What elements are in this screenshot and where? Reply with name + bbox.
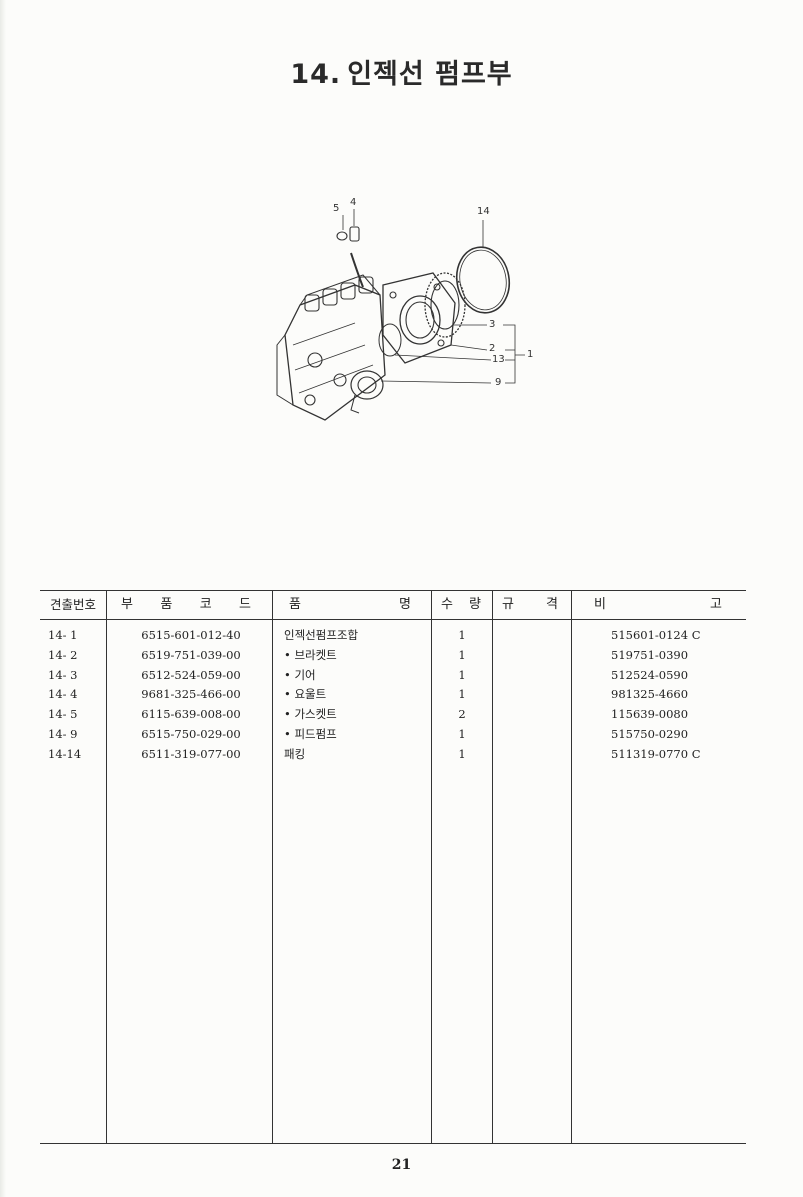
row-no: 14- 1 — [48, 628, 78, 642]
row-code: 6512-524-059-00 — [141, 668, 241, 682]
table-row: 14- 2 6519-751-039-00 • 브라켓트 1 519751-03… — [0, 646, 803, 666]
table-row: 14-14 6511-319-077-00 패킹 1 511319-0770 C — [0, 745, 803, 765]
callout-label: 2 — [489, 343, 496, 354]
row-note: 512524-0590 — [611, 668, 689, 682]
gasket-part — [378, 323, 402, 357]
bolt-part — [349, 226, 360, 242]
row-no: 14- 9 — [48, 727, 78, 741]
column-divider — [571, 590, 572, 1143]
row-qty: 1 — [458, 747, 466, 761]
row-no: 14- 5 — [48, 707, 78, 721]
row-code: 6515-750-029-00 — [141, 727, 241, 741]
row-no: 14-14 — [48, 747, 82, 761]
callout-label: 14 — [477, 206, 490, 217]
header-name: 품 명 — [289, 597, 411, 612]
feed-pump-part — [350, 370, 384, 400]
column-divider — [431, 590, 432, 1143]
callout-label: 5 — [333, 203, 340, 214]
callout-label: 13 — [492, 354, 505, 365]
table-rule-top — [40, 590, 746, 591]
bracket-part — [382, 272, 456, 364]
table-rule-header — [40, 619, 746, 620]
row-code: 6515-601-012-40 — [141, 628, 241, 642]
callout-label: 3 — [489, 319, 496, 330]
row-no: 14- 4 — [48, 687, 78, 701]
row-no: 14- 3 — [48, 668, 78, 682]
gear-part — [424, 272, 466, 338]
page-title: 14.인젝선 펌프부 — [0, 52, 803, 91]
injection-pump-illustration — [276, 209, 525, 421]
scan-edge — [0, 0, 6, 1197]
header-code: 부 품 코 드 — [121, 597, 251, 612]
table-row: 14- 9 6515-750-029-00 • 피드펌프 1 515750-02… — [0, 725, 803, 745]
table-rule-bottom — [40, 1143, 746, 1144]
row-code: 6511-319-077-00 — [141, 747, 241, 761]
column-divider — [492, 590, 493, 1143]
row-note: 115639-0080 — [611, 707, 689, 721]
table-row: 14- 3 6512-524-059-00 • 기어 1 512524-0590 — [0, 666, 803, 686]
title-text: 인젝선 펌프부 — [347, 59, 513, 90]
row-qty: 1 — [458, 687, 466, 701]
row-qty: 1 — [458, 628, 466, 642]
row-code: 6519-751-039-00 — [141, 648, 241, 662]
row-code: 6115-639-008-00 — [141, 707, 241, 721]
header-no: 견출번호 — [49, 597, 96, 612]
callout-label: 9 — [495, 377, 502, 388]
washer-part — [336, 231, 348, 241]
row-name: 패킹 — [284, 747, 306, 761]
row-note: 981325-4660 — [611, 687, 689, 701]
row-name: 인젝선펌프조합 — [284, 628, 359, 642]
table-row: 14- 4 9681-325-466-00 • 요울트 1 981325-466… — [0, 685, 803, 705]
row-qty: 1 — [458, 648, 466, 662]
callout-label: 4 — [350, 197, 357, 208]
row-note: 511319-0770 C — [611, 747, 701, 761]
parts-diagram: 5 4 14 3 2 13 1 9 — [255, 195, 555, 445]
packing-ring-part — [455, 246, 511, 314]
row-name: • 요울트 — [284, 687, 327, 701]
row-note: 519751-0390 — [611, 648, 689, 662]
row-name: • 피드펌프 — [284, 727, 337, 741]
row-name: • 기어 — [284, 668, 316, 682]
row-code: 9681-325-466-00 — [141, 687, 241, 701]
header-spec: 규 격 — [502, 597, 558, 612]
column-divider — [106, 590, 107, 1143]
title-number: 14. — [290, 59, 342, 90]
header-qty: 수 량 — [441, 597, 481, 612]
callout-label: 1 — [527, 349, 534, 360]
row-qty: 1 — [458, 727, 466, 741]
header-note: 비 고 — [594, 597, 722, 612]
table-row: 14- 5 6115-639-008-00 • 가스켓트 2 115639-00… — [0, 705, 803, 725]
row-no: 14- 2 — [48, 648, 78, 662]
row-note: 515750-0290 — [611, 727, 689, 741]
row-note: 515601-0124 C — [611, 628, 701, 642]
row-name: • 가스켓트 — [284, 707, 337, 721]
row-qty: 2 — [458, 707, 466, 721]
row-qty: 1 — [458, 668, 466, 682]
column-divider — [272, 590, 273, 1143]
row-name: • 브라켓트 — [284, 648, 337, 662]
table-row: 14- 1 6515-601-012-40 인젝선펌프조합 1 515601-0… — [0, 626, 803, 646]
page-number: 21 — [391, 1157, 412, 1173]
